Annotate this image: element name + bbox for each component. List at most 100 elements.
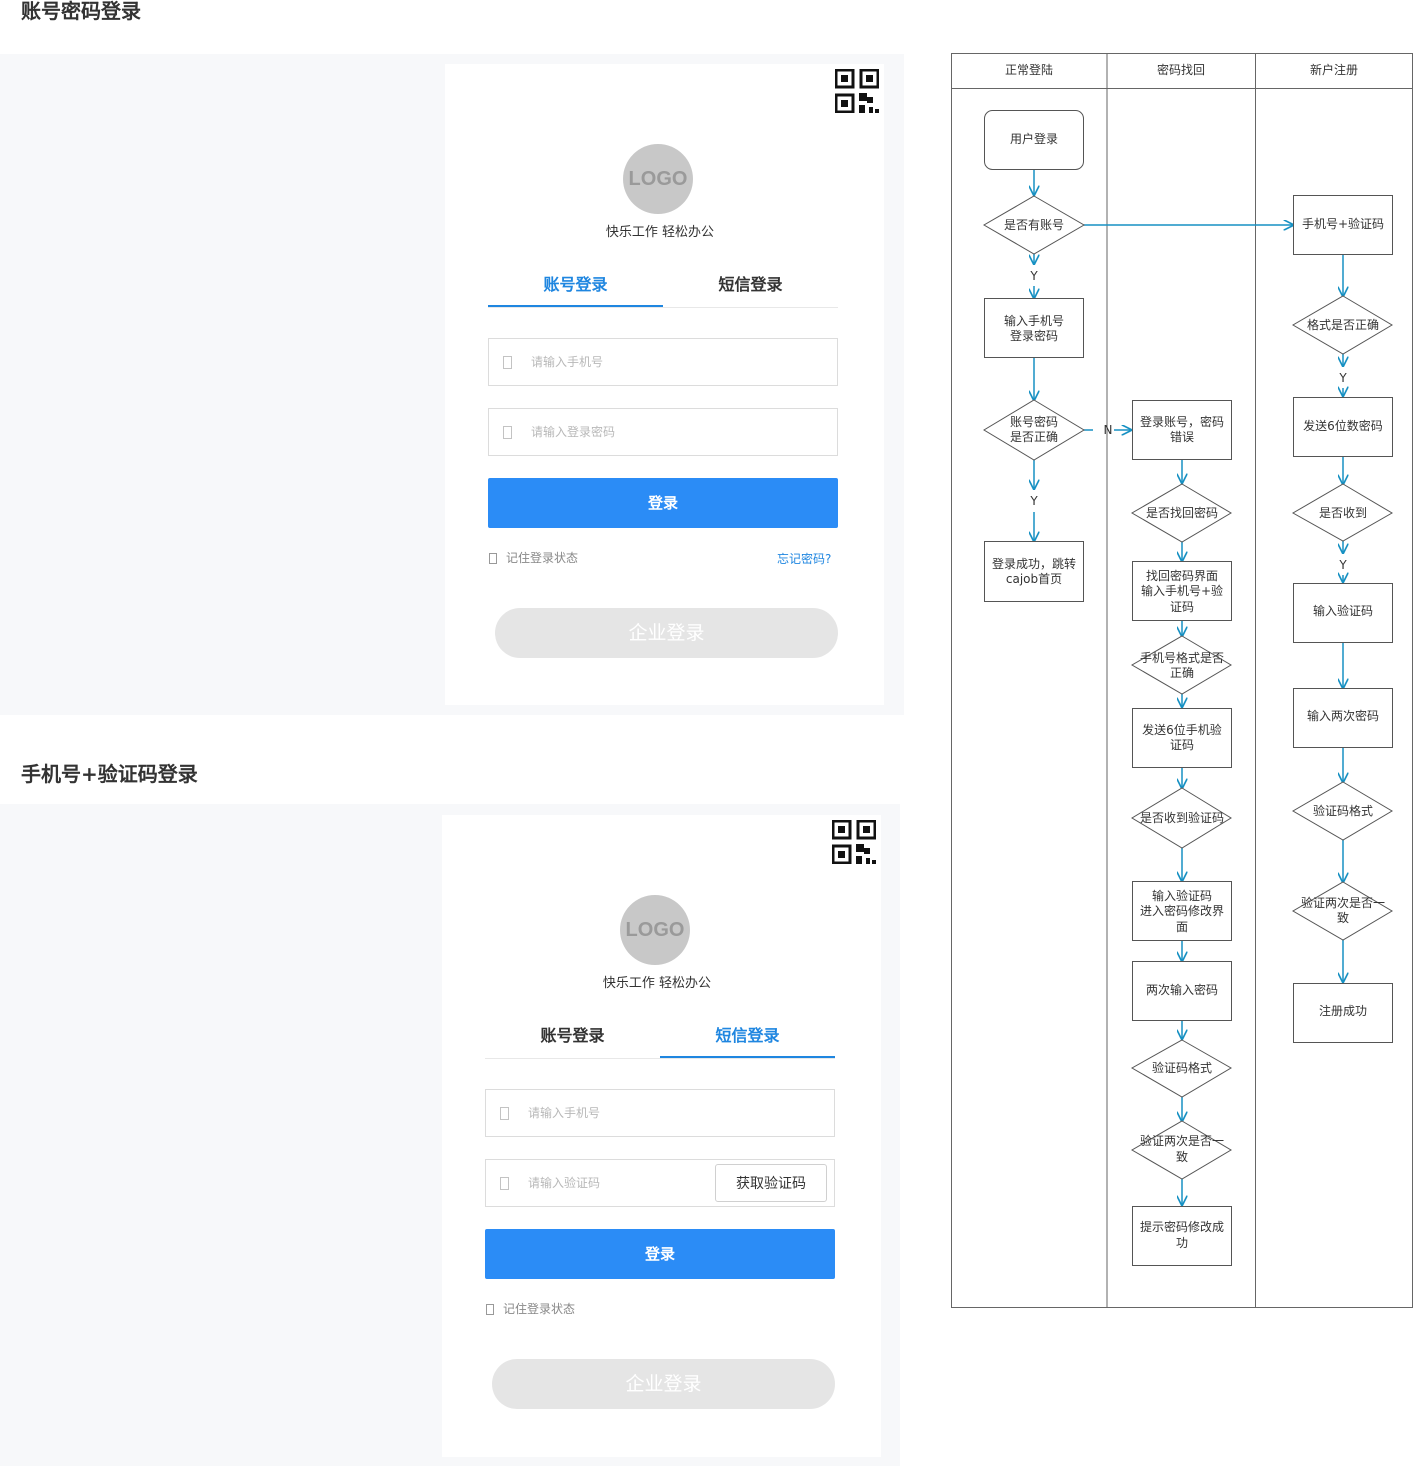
node-user-login-text: 用户登录 [1010,131,1058,146]
node-format-ok-text: 格式是否正确 [1307,317,1379,332]
node-send-six-digit [1293,397,1393,457]
remember-login-checkbox[interactable]: 记住登录状态 [489,550,578,566]
node-send-six-digit-text: 发送6位数密码 [1303,418,1383,433]
node-format-ok [1292,295,1393,355]
tab-account-login[interactable]: 账号登录 [540,1026,605,1045]
flow-connectors [1034,170,1343,1205]
node-user-login [984,110,1084,170]
node-input-credentials [984,298,1084,358]
node-login-success [984,541,1084,602]
checkbox-icon[interactable] [489,553,497,564]
node-ask-recover-text: 是否找回密码 [1146,505,1218,520]
qr-code-icon[interactable] [832,820,876,864]
node-has-account [983,195,1085,255]
node-send-code-text: 证码 [1170,738,1194,752]
node-input-credentials-text: 输入手机号 [1004,313,1064,328]
node-credential-error-text: 登录账号，密码 [1140,414,1224,429]
node-passwords-match-text: 验证两次是否一 [1140,1133,1224,1148]
node-enter-password-twice [1293,688,1393,748]
node-passwords-match [1292,881,1393,941]
node-phone-format-text: 正确 [1170,666,1194,680]
section-title-account-login: 账号密码登录 [21,0,141,23]
forgot-password-link[interactable]: 忘记密码? [777,552,832,566]
node-code-format [1130,1039,1232,1098]
node-enter-code [1132,881,1232,941]
enterprise-login-button[interactable]: 企业登录 [495,608,838,658]
node-recover-page-text: 找回密码界面 [1146,568,1218,583]
node-passwords-match [1131,1120,1232,1180]
phone-field[interactable] [488,338,838,386]
yes-label: Y [1338,558,1347,572]
node-code-format [1292,781,1393,841]
node-phone-code-text: 手机号+验证码 [1302,216,1384,231]
node-recover-page [1132,561,1232,621]
node-credential-error [1132,400,1232,460]
tab-sms-login[interactable]: 短信登录 [718,275,783,294]
lock-icon [503,426,512,439]
remember-login-checkbox[interactable]: 记住登录状态 [486,1301,575,1317]
sms-login-card: LOGO 快乐工作 轻松办公 账号登录 短信登录 获取验证码 登录 记住登录状态… [442,815,881,1457]
node-password-changed [1132,1206,1232,1266]
node-enter-code-text: 进入密码修改界 [1140,903,1224,918]
node-credential-error-text: 错误 [1170,430,1194,444]
node-enter-password-twice-text: 两次输入密码 [1146,982,1218,997]
node-send-code [1132,708,1232,768]
lane-password-recovery: 密码找回 [1157,62,1205,77]
slogan: 快乐工作 轻松办公 [602,976,712,991]
login-button[interactable]: 登录 [488,478,838,528]
qr-code-icon[interactable] [835,69,879,113]
yes-label: Y [1029,269,1038,283]
node-passwords-match-text: 验证两次是否一 [1301,895,1385,910]
phone-input[interactable] [528,1090,818,1136]
node-enter-code [1293,583,1393,643]
phone-icon [503,356,512,369]
tab-sms-login[interactable]: 短信登录 [660,1018,835,1058]
account-login-card: LOGO 快乐工作 轻松办公 账号登录 短信登录 登录 记住登录状态 忘记密码?… [445,64,884,705]
node-passwords-match-text: 致 [1176,1150,1188,1164]
node-has-account-text: 是否有账号 [1004,218,1064,232]
lane-new-registration: 新户注册 [1310,62,1358,77]
lane-normal-login: 正常登陆 [1005,62,1053,77]
node-recover-page-text: 输入手机号+验 [1141,583,1223,598]
yes-label: Y [1338,371,1347,385]
node-input-credentials-text: 登录密码 [1010,328,1058,343]
node-check-credentials-text: 账号密码 [1010,414,1058,429]
code-input[interactable] [528,1160,698,1206]
section-title-sms-login: 手机号+验证码登录 [21,762,198,786]
slogan: 快乐工作 轻松办公 [605,225,715,240]
get-code-button[interactable]: 获取验证码 [715,1164,827,1202]
node-enter-password-twice [1132,961,1232,1021]
node-recover-page-text: 证码 [1170,600,1194,614]
swimlane-frame [951,53,1413,1308]
login-button[interactable]: 登录 [485,1229,835,1279]
node-code-format-text: 验证码格式 [1313,803,1373,818]
phone-field[interactable] [485,1089,835,1137]
node-register-success-text: 注册成功 [1319,1003,1367,1018]
login-tabs: 账号登录 短信登录 [485,1018,835,1059]
phone-input[interactable] [531,339,821,385]
node-password-changed-text: 提示密码修改成 [1140,1219,1224,1234]
node-password-changed-text: 功 [1176,1236,1188,1250]
phone-icon [500,1107,509,1120]
node-send-code-text: 发送6位手机验 [1142,722,1222,737]
node-register-success [1293,983,1393,1043]
node-login-success-text: cajob首页 [1006,572,1062,586]
node-code-received [1131,787,1232,849]
logo: LOGO [623,144,693,214]
code-field[interactable]: 获取验证码 [485,1159,835,1207]
password-field[interactable] [488,408,838,456]
password-input[interactable] [531,409,821,455]
node-code-received-text: 是否收到验证码 [1140,810,1224,825]
checkbox-icon[interactable] [486,1304,494,1315]
node-enter-code-text: 输入验证码 [1152,888,1212,903]
node-phone-format [1131,635,1232,695]
node-check-credentials [983,399,1085,461]
login-tabs: 账号登录 短信登录 [488,267,838,308]
enterprise-login-button[interactable]: 企业登录 [492,1359,835,1409]
node-ask-recover [1131,483,1232,543]
yes-label: Y [1029,494,1038,508]
node-phone-code [1293,195,1393,255]
node-enter-password-twice-text: 输入两次密码 [1307,708,1379,723]
tab-account-login[interactable]: 账号登录 [488,267,663,307]
